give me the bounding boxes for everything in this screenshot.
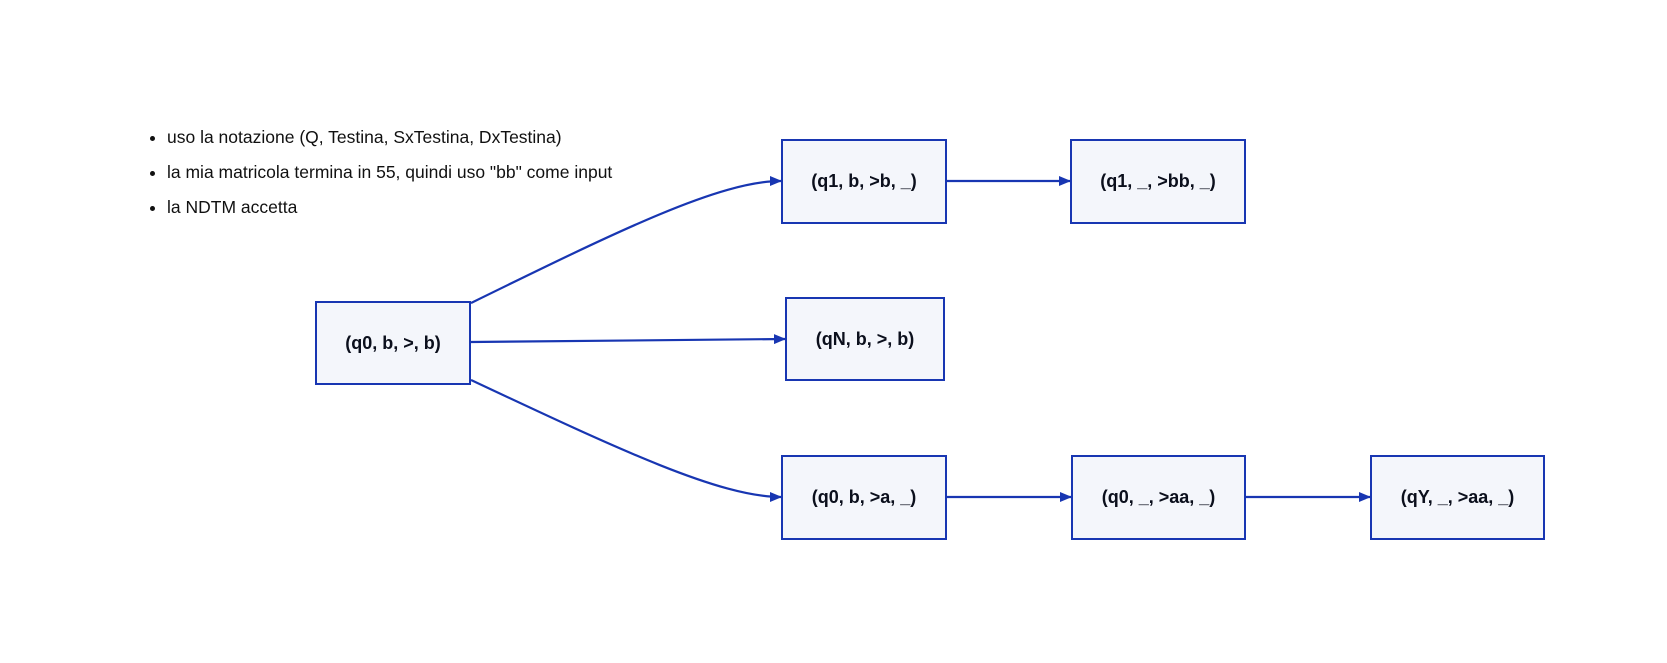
node-label: (q0, b, >a, _) <box>811 487 917 507</box>
node-label: (q0, _, >aa, _) <box>1101 487 1216 507</box>
node-label: (q1, _, >bb, _) <box>1100 171 1216 191</box>
node-qn[interactable]: (qN, b, >, b) <box>785 297 945 381</box>
edge-root-to-qn <box>470 334 786 345</box>
edge-root-to-q0a <box>470 379 782 502</box>
edge-root-to-q1b <box>470 176 782 304</box>
note-item: la mia matricola termina in 55, quindi u… <box>167 155 612 190</box>
node-label: (q0, b, >, b) <box>345 332 441 353</box>
note-item: uso la notazione (Q, Testina, SxTestina,… <box>167 120 612 155</box>
node-label: (qY, _, >aa, _) <box>1400 487 1515 507</box>
node-q1-b[interactable]: (q1, b, >b, _) <box>781 139 947 224</box>
notes-list: uso la notazione (Q, Testina, SxTestina,… <box>142 120 612 225</box>
note-item: la NDTM accetta <box>167 190 612 225</box>
node-label: (qN, b, >, b) <box>815 328 915 349</box>
node-q0-root[interactable]: (q0, b, >, b) <box>315 301 471 385</box>
node-q1-bb[interactable]: (q1, _, >bb, _) <box>1070 139 1246 224</box>
node-label: (q1, b, >b, _) <box>811 171 917 191</box>
node-q0-a[interactable]: (q0, b, >a, _) <box>781 455 947 540</box>
node-q0-aa[interactable]: (q0, _, >aa, _) <box>1071 455 1246 540</box>
node-qy[interactable]: (qY, _, >aa, _) <box>1370 455 1545 540</box>
